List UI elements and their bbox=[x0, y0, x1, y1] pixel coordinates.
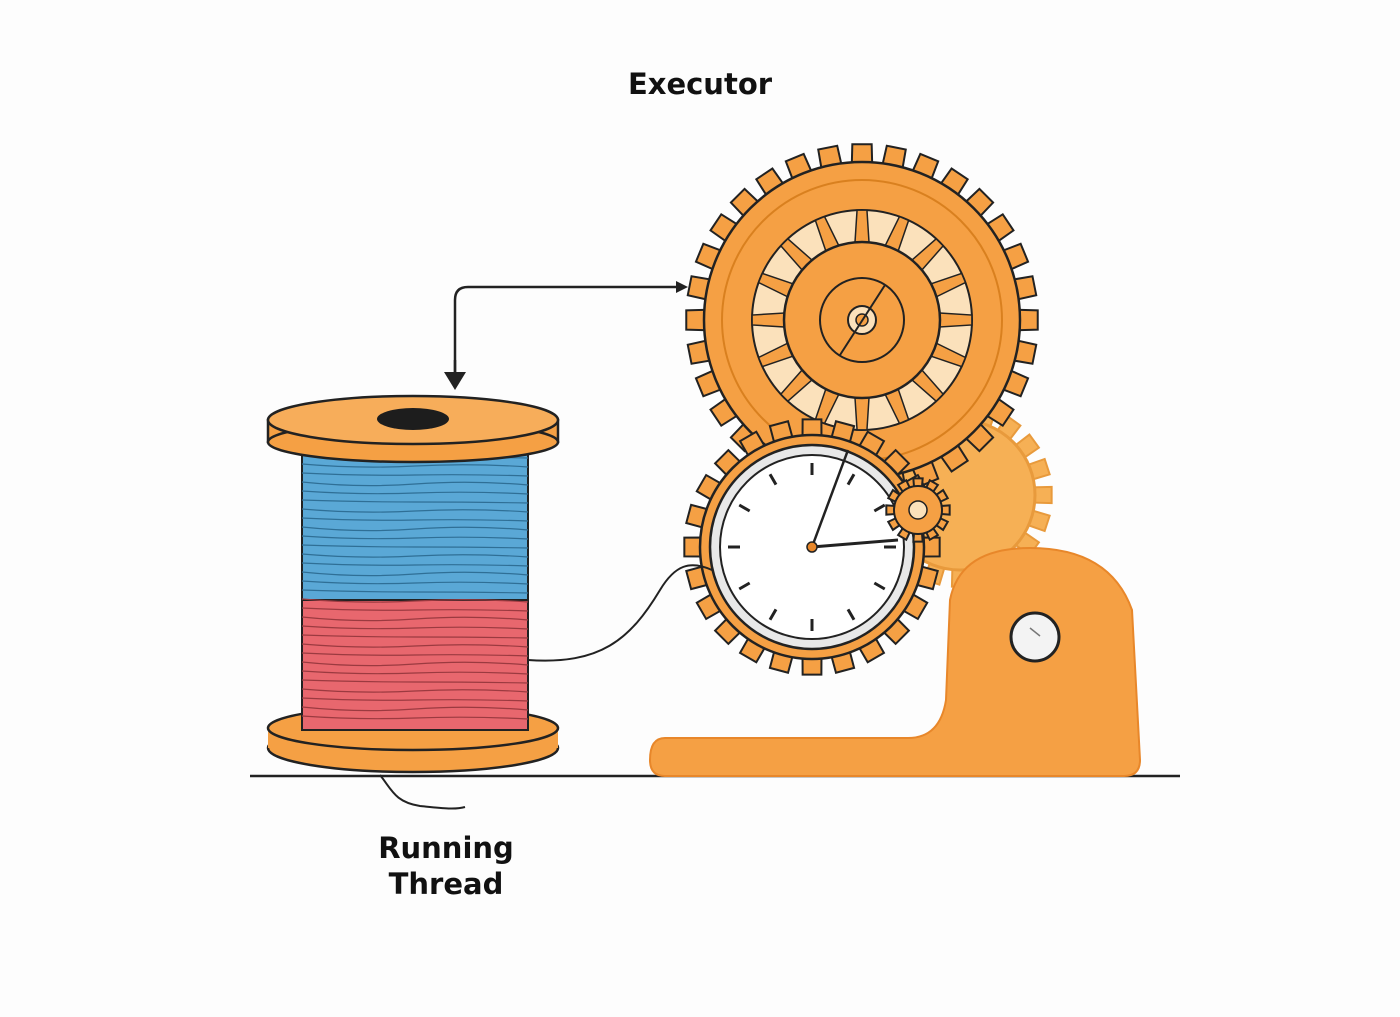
thread-winding bbox=[301, 526, 529, 532]
small-gear-icon bbox=[885, 477, 951, 543]
arrow-head-down-icon bbox=[444, 372, 466, 390]
clock-tick bbox=[846, 608, 856, 621]
thread-winding bbox=[301, 634, 529, 639]
gear-spoke bbox=[854, 209, 870, 244]
thread-winding bbox=[301, 652, 529, 657]
clock-tick bbox=[738, 581, 751, 591]
thread-end bbox=[379, 774, 466, 810]
thread-winding bbox=[301, 463, 529, 468]
thread-winding bbox=[301, 607, 529, 612]
clock-tick bbox=[873, 503, 886, 513]
clock-tick bbox=[768, 473, 778, 486]
thread-winding bbox=[301, 535, 529, 540]
thread-winding bbox=[301, 481, 529, 487]
clock-icon bbox=[708, 443, 916, 651]
thread-winding bbox=[301, 697, 529, 702]
gear-spoke bbox=[751, 312, 786, 328]
thread-winding bbox=[301, 571, 529, 577]
gear-spoke bbox=[938, 312, 973, 328]
thread-line bbox=[527, 564, 713, 662]
spool-icon bbox=[266, 394, 560, 774]
thread-winding bbox=[301, 643, 529, 648]
thread-winding bbox=[301, 661, 529, 667]
thread-winding bbox=[301, 625, 529, 630]
thread-winding bbox=[301, 508, 529, 513]
thread-winding bbox=[301, 562, 529, 567]
thread-winding bbox=[301, 598, 529, 603]
flow-arrow bbox=[453, 281, 688, 382]
running-thread-line1: Running bbox=[378, 831, 514, 865]
thread-winding bbox=[301, 490, 529, 495]
clock-tick bbox=[846, 473, 856, 486]
thread-winding bbox=[301, 706, 529, 712]
thread-winding bbox=[301, 670, 529, 675]
machine-stand bbox=[648, 546, 1142, 777]
clock-tick bbox=[873, 581, 886, 591]
thread-winding bbox=[301, 580, 529, 585]
clock-tick bbox=[738, 503, 751, 513]
executor-label: Executor bbox=[627, 67, 773, 101]
thread-winding bbox=[301, 499, 529, 504]
clock-tick bbox=[768, 608, 778, 621]
running-thread-label: Running Thread bbox=[316, 830, 576, 903]
thread-winding bbox=[301, 544, 529, 549]
gear-spoke bbox=[854, 396, 870, 431]
thread-winding bbox=[301, 589, 529, 594]
thread-winding bbox=[301, 715, 529, 720]
thread-winding bbox=[301, 517, 529, 522]
large-gear-icon bbox=[685, 143, 1039, 497]
thread-winding bbox=[301, 688, 529, 693]
running-thread-line2: Thread bbox=[388, 867, 504, 902]
thread-winding bbox=[301, 472, 529, 477]
thread-winding bbox=[301, 553, 529, 558]
thread-winding bbox=[301, 616, 529, 622]
thread-winding bbox=[301, 679, 529, 684]
